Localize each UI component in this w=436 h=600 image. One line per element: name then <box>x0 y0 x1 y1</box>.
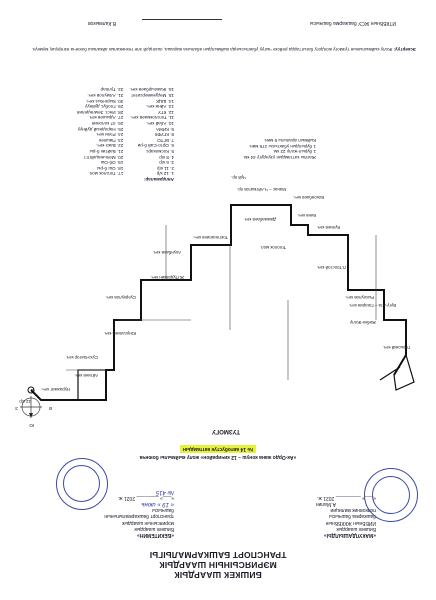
stop-item: 24. Рэли кеч. <box>95 132 124 138</box>
street-label-18: Горьский кеч. <box>382 345 410 350</box>
stop-item: 4. 8 к/р <box>159 154 174 160</box>
stop-item: 1. 12 к/р <box>156 171 174 177</box>
street-label-16: Жибек-Жолу <box>350 320 376 325</box>
footer-left: ИТКББнын ЖСУ башкарма башчысы <box>309 20 396 26</box>
ministry-title-line-1: БИШКЕК ШААРДЫК <box>174 570 262 580</box>
street-label-7: Ахунбаев кеч. <box>152 250 181 255</box>
start-loop <box>393 354 415 391</box>
stop-item: 17. Тоголок мол. <box>88 171 124 177</box>
street-label-3: Сухэ-Батор кеч. <box>65 355 98 360</box>
approval-right-line-2: мэриясынын шаардык <box>122 519 174 526</box>
stop-item: 18. Ош б-ры <box>97 165 124 171</box>
note-label: Эскертуу: <box>393 47 416 52</box>
ministry-title-line-2: МЭРИЯСЫНЫН ШААРДЫК <box>159 560 277 570</box>
stop-item: 19. Об-Ош <box>100 160 124 166</box>
street-label-9: Джамабаев кеч. <box>243 217 276 222</box>
stop-item: 14. ШЦК <box>156 98 174 104</box>
street-label-19: Киев кеч. <box>297 213 316 218</box>
approval-left-line-2: ИИББнын ЖККББнын <box>325 519 376 526</box>
street-label-14: Л.Толстой кеч. <box>316 265 346 270</box>
stop-item: 31. Алмулов кеч. <box>87 93 124 99</box>
compass: Ю С З В <box>15 388 52 428</box>
approval-left-line-1: Бишкек шаардык <box>336 525 376 532</box>
approval-right-line-3: транспорт башкармалыгынын <box>104 513 174 520</box>
street-label-1: Нурахмат кеч. <box>41 387 70 392</box>
ministry-title: БИШКЕК ШААРДЫК МЭРИЯСЫНЫН ШААРДЫК ТРАНСП… <box>118 550 318 580</box>
stops-header: Аялдамалар: <box>143 177 174 182</box>
approval-left-label: «МАКУЛДАШЫЛДЫ» <box>324 532 376 538</box>
stop-item: 6. Орто-Сай б-ри <box>137 143 174 149</box>
left-stamp <box>364 468 418 522</box>
approval-left: «МАКУЛДАШЫЛДЫ» Бишкек шаардык ИИББнын ЖК… <box>266 495 376 538</box>
stop-item: 30. Кырк-Кыз кеч. <box>86 98 124 104</box>
stop-item: 28. Инст. Земледелия <box>76 109 124 115</box>
stop-item: 10. Абай кеч. <box>146 121 174 127</box>
ministry-title-line-3: ТРАНСПОРТ БАШКАРМАЛЫГЫ <box>149 550 287 560</box>
stop-item: 32. Тулпар <box>100 87 124 93</box>
approval-right-label: «БЕКИТЕМИН» <box>137 532 174 538</box>
stop-item: 8. КГУФК <box>154 132 174 138</box>
route-title: «Ак-Ордо жана конуш – 12 кичирайон» жолу… <box>110 444 326 460</box>
street-label-4: Юнусалиев кеч. <box>103 331 136 336</box>
route-line <box>30 204 407 401</box>
stop-item: 25. Народный дуйнуу <box>77 126 124 132</box>
stop-item: 15. Медуниверситет <box>131 93 174 99</box>
info-line-3: 1 бурылдын убактысы 176 мин. <box>248 143 316 149</box>
route-map <box>27 204 415 401</box>
street-label-11: Боконбаев кеч. <box>293 195 324 200</box>
right-stamp <box>56 458 108 510</box>
street-label-20: Чуй пр. <box>231 175 246 180</box>
stop-item: 11. Тоголокмаев кеч. <box>130 115 174 121</box>
note: Эскертуу: Жолу кыймылынын тузмогу жолдог… <box>20 46 416 52</box>
arrow-loop <box>379 366 401 381</box>
street-label-start: 12 к/р <box>19 399 31 404</box>
stop-item: 9. КИМА <box>156 126 174 132</box>
route-info: Жалпы каттамдын узундугу 44 км. 1 бурыл-… <box>206 138 316 160</box>
street-label-6: Ж.Пудовкин кеч. <box>150 275 184 280</box>
stop-item: 2. 11 к/р <box>157 165 174 171</box>
stop-item: 27. Адышев кеч. <box>88 115 124 121</box>
route-number-highlight: № 14 автобустук каттамдын <box>180 444 256 453</box>
note-text: Жолу кыймылынын тузмогу жолдогу багыттар… <box>31 47 393 52</box>
approval-left-date: «___» _________ 2021 ж. <box>317 494 376 501</box>
street-label-17: Бугу-Ата – Гагарин кеч. <box>348 303 396 308</box>
street-label-13: Кулиев кеч. <box>316 225 340 230</box>
stop-item: 13. Айни кеч. <box>146 104 174 110</box>
street-label-15: Рыскулов кеч. <box>345 295 374 300</box>
stop-item: 23. Пишпек <box>99 137 124 143</box>
approval-left-line-3: башкарма башчысы <box>329 513 376 520</box>
approval-left-line-4: полковник милиции <box>330 507 377 514</box>
info-line-1: Жалпы каттамдын узундугу 44 км. <box>242 155 316 160</box>
compass-icon <box>20 396 42 418</box>
stop-item: 20. Мельница/Бтгт <box>83 154 124 160</box>
street-label-5: Суеркулов кеч. <box>105 295 136 300</box>
stop-item: 5. Космокарс <box>146 149 174 155</box>
footer-signature-line <box>142 19 222 20</box>
stop-item: 22. Бакэ кеч. <box>96 143 124 149</box>
route-title-line: «Ак-Ордо жана конуш – 12 кичирайон» жолу… <box>139 454 297 460</box>
stop-item: 16. Жамгырбаев кеч. <box>129 87 174 93</box>
footer-right: В.Калмыков <box>87 20 116 26</box>
street-label-2: Айтиев кеч. <box>74 373 98 378</box>
stop-item: 3. 6 к/р <box>159 160 174 166</box>
street-label-12: Тоголок мол. <box>260 245 286 250</box>
street-label-8: Токтоналиев кеч. <box>193 235 228 240</box>
approval-right-line-1: Бишкек шаардык <box>134 525 174 532</box>
street-label-10: Манас – Ч.Айтматов пр. <box>237 187 286 192</box>
